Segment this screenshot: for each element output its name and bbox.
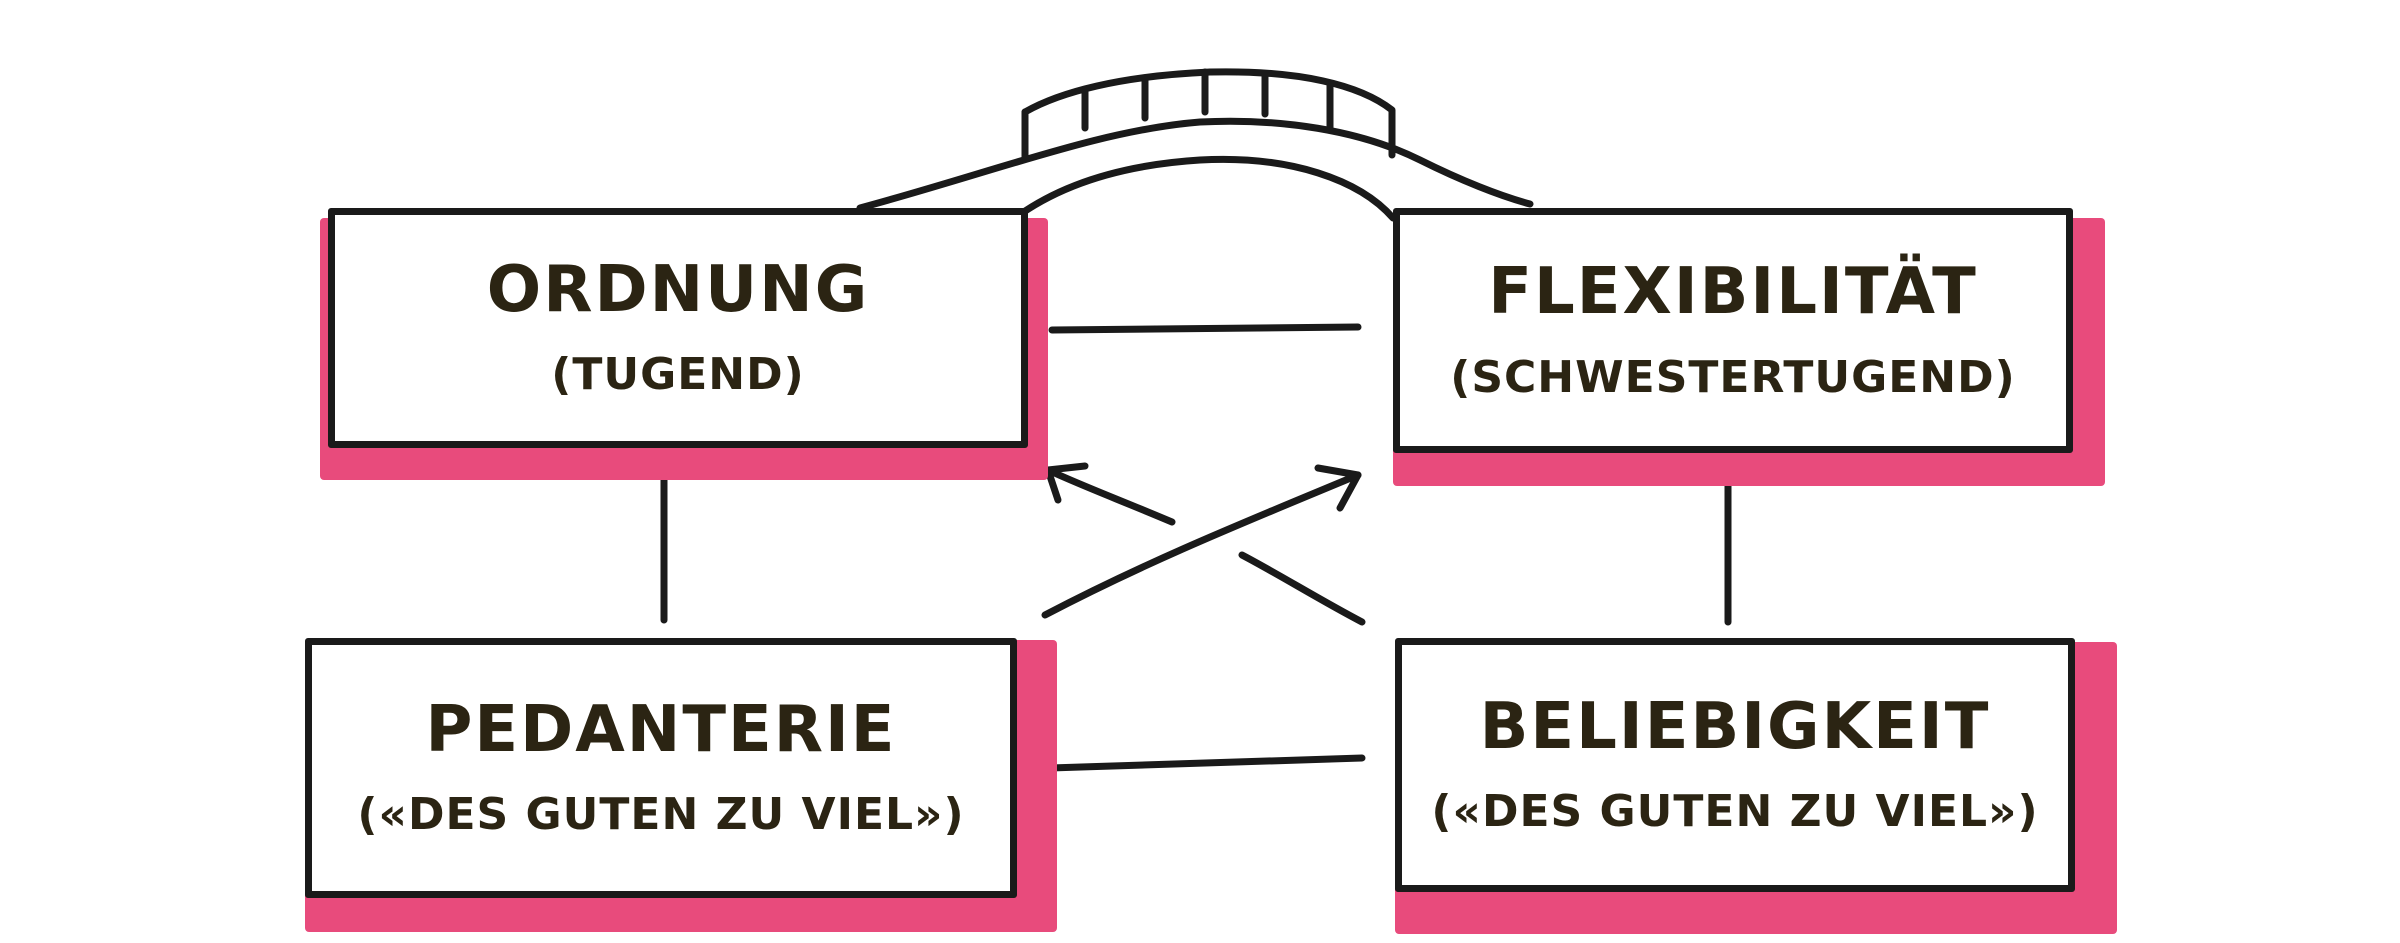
box-flexibilitaet: FLEXIBILITÄT (SCHWESTERTUGEND) bbox=[1393, 208, 2073, 453]
box-beliebigkeit: BELIEBIGKEIT («DES GUTEN ZU VIEL») bbox=[1395, 638, 2075, 892]
box-ordnung-title: ORDNUNG bbox=[486, 252, 870, 327]
box-flexibilitaet-subtitle: (SCHWESTERTUGEND) bbox=[1450, 351, 2016, 403]
arrow-pedanterie-to-flexibilitaet bbox=[1041, 464, 1362, 619]
box-ordnung: ORDNUNG (TUGEND) bbox=[328, 208, 1028, 448]
box-pedanterie-title: PEDANTERIE bbox=[425, 692, 897, 767]
connector-ordnung-flexibilitaet bbox=[1048, 323, 1362, 334]
connector-pedanterie-beliebigkeit bbox=[1046, 754, 1366, 772]
box-pedanterie-subtitle: («DES GUTEN ZU VIEL») bbox=[357, 789, 965, 841]
box-beliebigkeit-title: BELIEBIGKEIT bbox=[1479, 689, 1991, 764]
bridge-icon bbox=[856, 68, 1534, 222]
arrow-beliebigkeit-to-ordnung bbox=[1044, 462, 1366, 626]
box-beliebigkeit-subtitle: («DES GUTEN ZU VIEL») bbox=[1431, 786, 2039, 838]
box-flexibilitaet-title: FLEXIBILITÄT bbox=[1488, 255, 1978, 330]
box-ordnung-subtitle: (TUGEND) bbox=[551, 349, 805, 401]
box-pedanterie: PEDANTERIE («DES GUTEN ZU VIEL») bbox=[305, 638, 1017, 898]
